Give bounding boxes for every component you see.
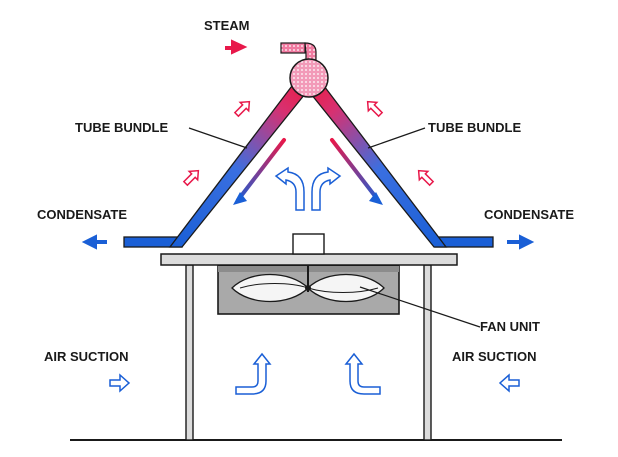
condensate-right-label: CONDENSATE bbox=[484, 207, 574, 222]
condensate-arrow-right bbox=[507, 234, 535, 250]
fan-unit-label: FAN UNIT bbox=[480, 319, 540, 334]
inner-flow-streaks bbox=[233, 138, 383, 205]
platform bbox=[160, 253, 458, 266]
steam-arrow bbox=[225, 39, 248, 55]
warm-air-arrow bbox=[233, 100, 251, 118]
tube-bundle-right bbox=[302, 73, 448, 248]
air-suction-left-label: AIR SUCTION bbox=[44, 349, 129, 364]
air-suction-arrow-curve bbox=[235, 352, 272, 395]
condensate-arrow-left bbox=[81, 234, 107, 250]
air-suction-arrow-curve bbox=[344, 352, 381, 395]
inner-air-arrows bbox=[274, 166, 342, 211]
fan-unit bbox=[217, 263, 400, 315]
warm-air-arrow bbox=[366, 100, 384, 118]
condensate-left-label: CONDENSATE bbox=[37, 207, 127, 222]
inner-air-arrow bbox=[274, 166, 305, 211]
warm-air-out-arrows bbox=[182, 100, 435, 187]
fan-blades bbox=[231, 263, 385, 303]
steam-header bbox=[280, 42, 329, 98]
warm-air-arrow bbox=[417, 169, 435, 187]
tube-bundle-left-label: TUBE BUNDLE bbox=[75, 120, 168, 135]
tube-bundle-right-label: TUBE BUNDLE bbox=[428, 120, 521, 135]
air-suction-right-label: AIR SUCTION bbox=[452, 349, 537, 364]
inner-air-arrow bbox=[311, 166, 342, 211]
warm-air-arrow bbox=[182, 169, 200, 187]
tube-bundle-left bbox=[168, 73, 314, 248]
motor bbox=[292, 233, 325, 255]
leader-lines bbox=[188, 127, 481, 328]
air-suction-arrow-right bbox=[498, 373, 520, 393]
air-suction-arrow-left bbox=[109, 373, 131, 393]
steam-label: STEAM bbox=[204, 18, 250, 33]
air-suction-arrows bbox=[109, 352, 520, 395]
